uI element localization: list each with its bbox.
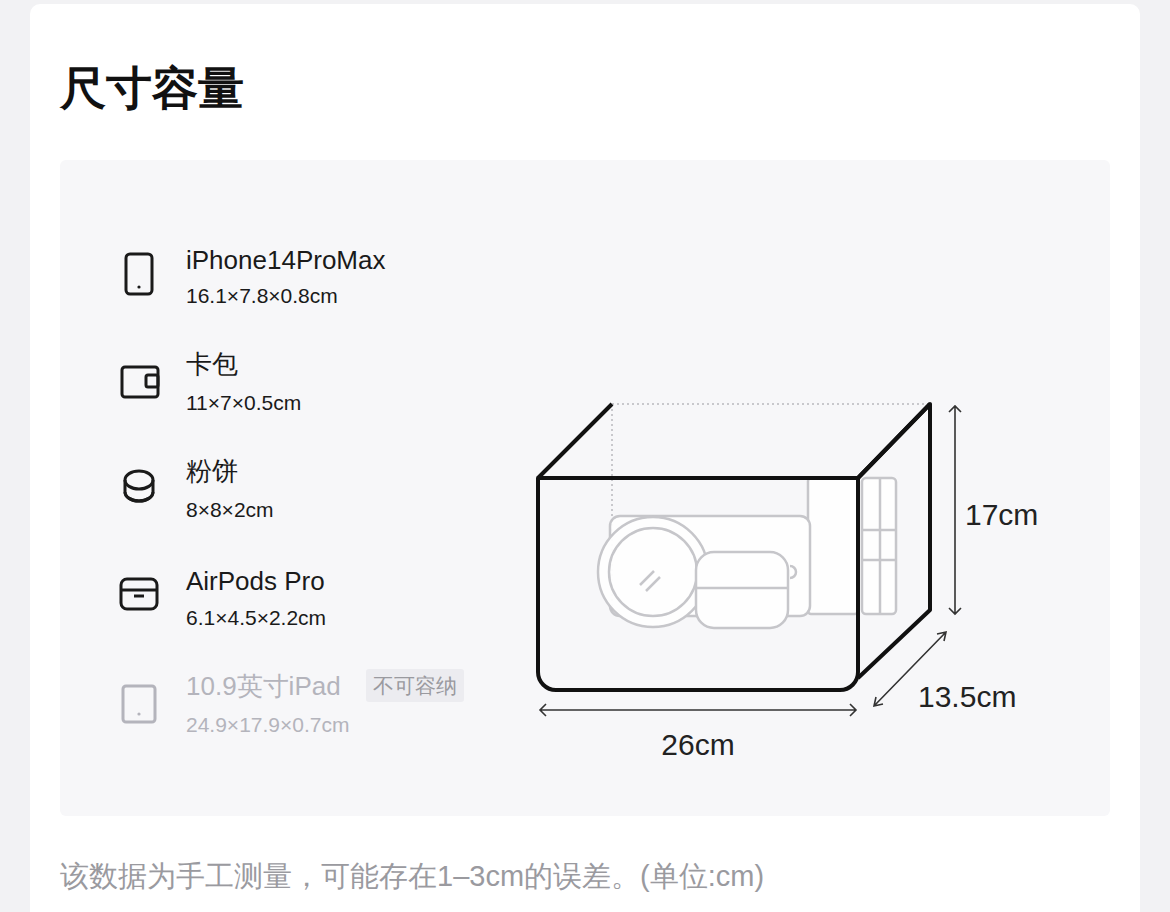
ipad-icon	[123, 686, 155, 722]
item-size: 16.1×7.8×0.8cm	[186, 284, 338, 308]
item-name: AirPods Pro	[186, 567, 325, 597]
dimension-label: 26cm	[661, 728, 734, 763]
item-size: 6.1×4.5×2.2cm	[186, 606, 326, 630]
item-size: 11×7×0.5cm	[186, 391, 301, 415]
item-size: 24.9×17.9×0.7cm	[186, 713, 349, 737]
item-size: 8×8×2cm	[186, 498, 274, 522]
item-name: 10.9英寸iPad	[186, 672, 341, 702]
status-badge: 不可容纳	[366, 669, 464, 702]
dimension-arrows	[540, 406, 961, 716]
page-title: 尺寸容量	[60, 62, 244, 115]
dimension-label: 13.5cm	[918, 680, 1016, 715]
item-icons	[121, 254, 158, 609]
item-name: 卡包	[186, 350, 238, 380]
footnote: 该数据为手工测量，可能存在1–3cm的误差。(单位:cm)	[60, 860, 764, 893]
dimension-label: 17cm	[965, 498, 1038, 533]
item-name: 粉饼	[186, 457, 238, 487]
item-name: iPhone14ProMax	[186, 246, 385, 276]
badge-text: 不可容纳	[373, 673, 457, 698]
